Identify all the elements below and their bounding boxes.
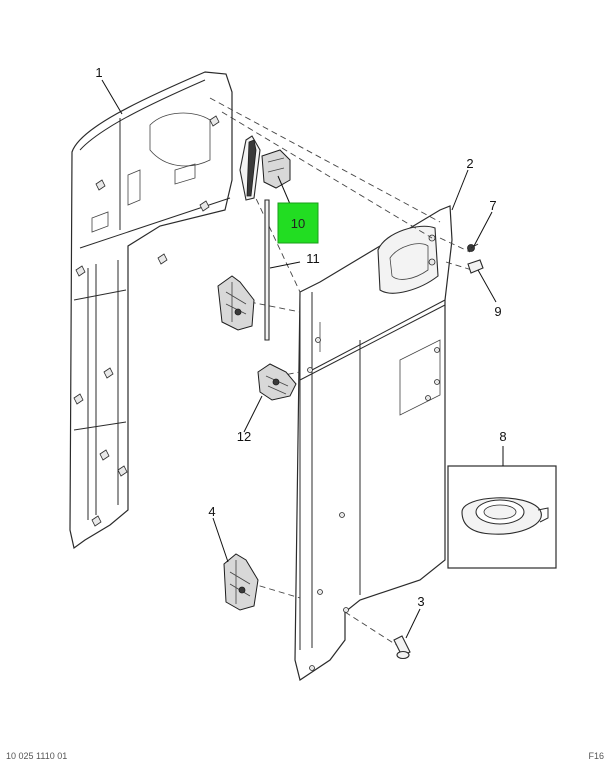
highlight-box-10 [277, 202, 319, 244]
grab-handle-assembly [239, 135, 291, 201]
foam-tape-inset [447, 465, 557, 569]
callout-12: 12 [237, 429, 251, 444]
leader-lines [101, 79, 504, 639]
callout-2: 2 [466, 156, 473, 171]
hinge-4 [223, 553, 259, 611]
callout-11: 11 [306, 251, 320, 266]
footer-code-left: 10 025 1110 01 [6, 751, 67, 761]
callout-3: 3 [417, 594, 424, 609]
callout-7: 7 [489, 198, 496, 213]
hinge-12 [257, 363, 297, 401]
rear-panel-left [69, 71, 233, 550]
footer-code-right: F16 [588, 751, 604, 761]
panel-fasteners-right [307, 234, 440, 671]
screw-3 [393, 635, 411, 660]
callout-10: 10 [291, 216, 305, 231]
clip-7 [467, 243, 479, 252]
footer: 10 025 1110 01 F16 [6, 751, 604, 761]
panel-clips-left [73, 115, 220, 527]
callout-8: 8 [499, 429, 506, 444]
hinge-mid-left [217, 275, 255, 331]
callout-4: 4 [208, 504, 215, 519]
alignment-lines [209, 97, 473, 647]
plug-9 [467, 259, 484, 274]
callout-9: 9 [494, 304, 501, 319]
hinge-rod [264, 199, 270, 341]
callout-1: 1 [95, 65, 102, 80]
callout-labels: 1 2 3 4 7 8 9 10 11 12 [95, 65, 506, 609]
rear-panel-right [294, 205, 453, 681]
